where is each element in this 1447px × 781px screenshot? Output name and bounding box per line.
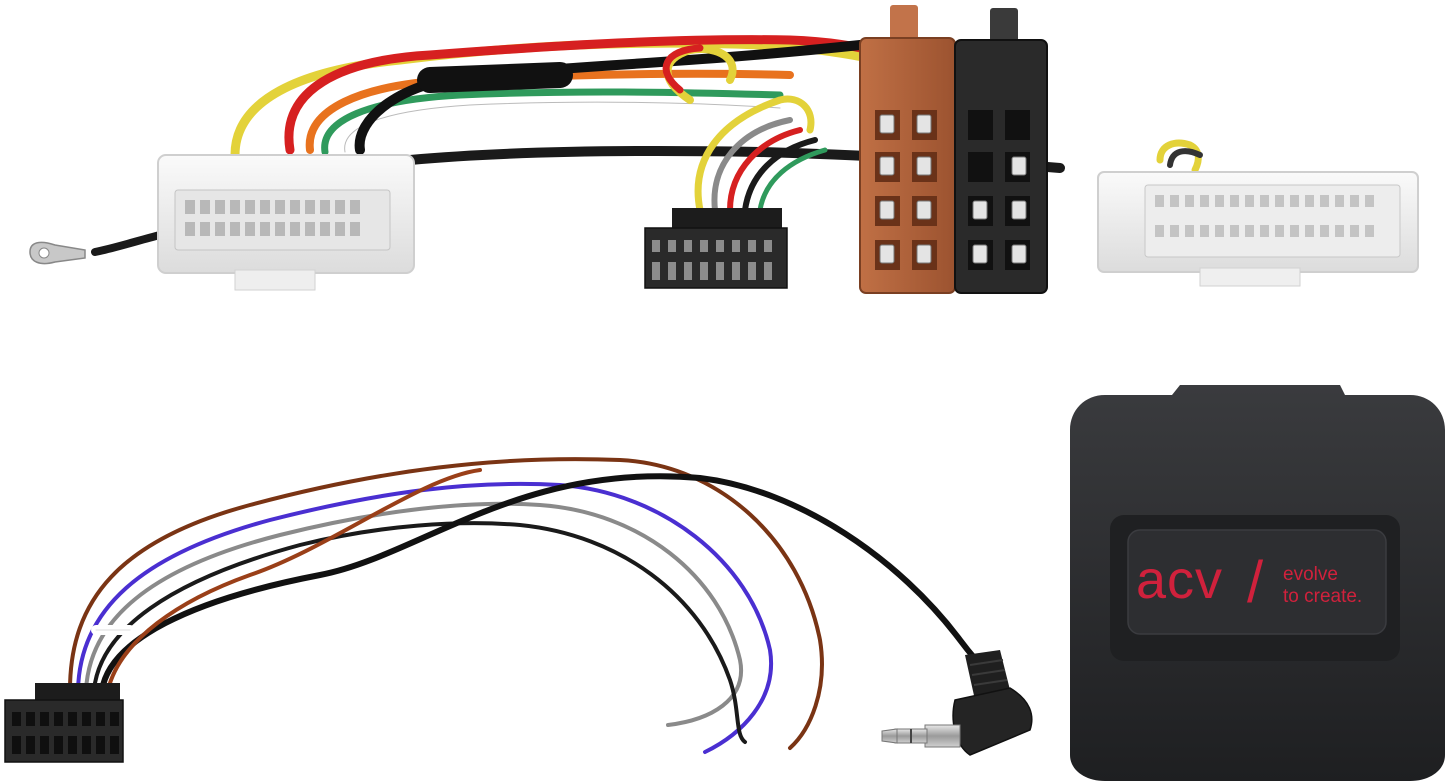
logo-brand: acv <box>1136 550 1223 610</box>
logo-slash: / <box>1247 550 1264 615</box>
vehicle-connector-right-icon <box>1097 171 1419 287</box>
vehicle-connector-icon <box>157 154 415 291</box>
jack-plug-icon <box>881 650 1033 756</box>
ring-terminal-icon <box>29 241 86 265</box>
top-harness-wires <box>91 35 1203 256</box>
radio-connector-top-icon <box>644 208 788 289</box>
logo-tagline-line2: to create. <box>1283 586 1362 607</box>
acv-logo: acv / evolve to create. <box>1136 550 1362 615</box>
interface-module <box>1070 385 1445 781</box>
bottom-lead-wires <box>68 457 993 754</box>
logo-tagline-line1: evolve <box>1283 564 1338 585</box>
radio-connector-bottom-icon <box>4 683 124 763</box>
iso-connector-icon <box>859 5 1048 294</box>
